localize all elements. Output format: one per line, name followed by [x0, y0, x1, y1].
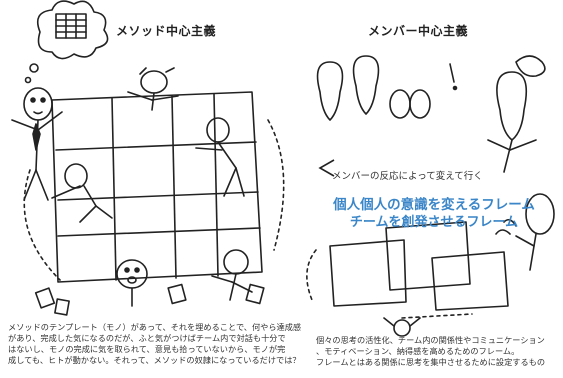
left-caption-line: があり、完成した気になるのだが、ふと気がつけばチーム内で対話も十分で	[8, 333, 286, 343]
small-person-bottom	[383, 317, 421, 337]
thought-bubble-icon	[24, 0, 109, 84]
frame-headline-2: チームを創発させるフレーム	[349, 215, 519, 230]
right-caption-line: 、モティベーション、納得感を高めるためのフレーム。	[316, 346, 520, 356]
thinking-person	[495, 193, 555, 271]
left-caption-line: 成しても、ヒトが動かない。それって、メソッドの奴隷になっているだけでは？	[8, 355, 301, 365]
right-caption-line: 個々の思考の活性化、チーム内の関係性やコミュニケーション	[316, 335, 545, 345]
person-pushing	[195, 117, 245, 197]
person-hanging	[51, 163, 113, 223]
method-template-grid	[51, 91, 263, 283]
person-on-top	[127, 67, 179, 111]
arrow-left-icon	[318, 159, 335, 177]
left-panel-title: メソッド中心主義	[116, 24, 217, 38]
right-caption-line: フレームとはある関係に思考を集中させるために設定するもの	[316, 357, 546, 367]
person-with-tie	[11, 87, 63, 201]
left-caption-line: はないし、モノの完成に気を取られて、意見も拾っていないから、モノが完	[8, 344, 286, 354]
right-panel-title: メンバー中心主義	[368, 24, 469, 38]
person-running-with-papers	[167, 249, 265, 305]
person-surprised	[116, 259, 148, 307]
left-caption-line: メソッドのテンプレート（モノ）があって、それを埋めることで、何やら達成感	[8, 322, 302, 332]
change-note: メンバーの反応によって変えて行く	[332, 171, 483, 182]
overlapping-frames	[306, 221, 509, 319]
member-heads	[316, 55, 546, 173]
frame-headline-1: 個人個人の意識を変えるフレーム	[333, 197, 535, 213]
